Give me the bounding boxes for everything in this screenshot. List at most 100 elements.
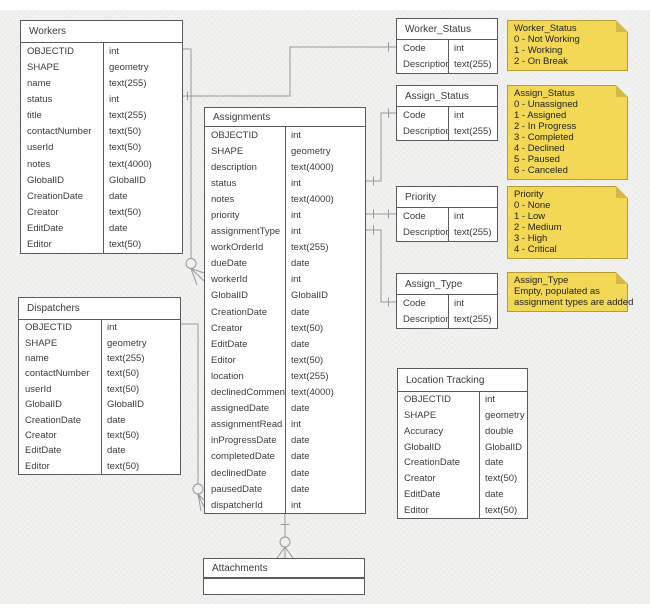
- relationship-line: [183, 48, 192, 259]
- field-name: status: [27, 93, 53, 105]
- table-attachments[interactable]: Attachments: [203, 558, 365, 595]
- field-type: geometry: [479, 407, 527, 424]
- field-row: priority int: [205, 207, 365, 224]
- field-type: text(255): [448, 311, 497, 328]
- field-type: date: [285, 255, 365, 272]
- field-type: text(50): [101, 366, 180, 382]
- field-row: inProgressDate date: [205, 432, 365, 449]
- note-title: Priority: [514, 189, 544, 200]
- field-name: userId: [25, 383, 52, 395]
- field-name: workOrderId: [211, 242, 264, 254]
- field-name: assignedDate: [211, 403, 270, 415]
- field-type: geometry: [285, 143, 365, 160]
- relationship-line: [181, 323, 199, 484]
- field-row: CreationDate date: [398, 455, 527, 471]
- note-line: 2 - Medium: [514, 222, 562, 233]
- relationship-line: [366, 112, 396, 182]
- field-type: date: [479, 455, 527, 471]
- field-name: Accuracy: [404, 425, 444, 437]
- note-fold-corner-icon: [616, 20, 628, 32]
- field-type: date: [101, 412, 180, 428]
- field-name: inProgressDate: [211, 435, 277, 447]
- table-title: Location Tracking: [398, 369, 527, 392]
- field-type: int: [285, 207, 365, 224]
- field-name: GlobalID: [211, 290, 248, 302]
- note-line: 1 - Working: [514, 45, 563, 56]
- table-title: Assign_Status: [397, 86, 497, 107]
- note-line: 1 - Low: [514, 211, 546, 222]
- note-line: 0 - None: [514, 200, 551, 211]
- field-name: OBJECTID: [25, 322, 72, 334]
- field-type: int: [285, 416, 365, 433]
- field-name: CreationDate: [27, 190, 83, 202]
- field-name: GlobalID: [25, 399, 62, 411]
- relationship-line: [366, 229, 396, 303]
- field-name: declinedDate: [211, 467, 267, 479]
- field-type: geometry: [101, 335, 180, 351]
- field-type: text(50): [101, 381, 180, 397]
- field-type: date: [285, 448, 365, 465]
- note-line: 3 - Completed: [514, 132, 574, 143]
- field-name: Description: [403, 314, 448, 326]
- empty-field-row: [204, 578, 364, 594]
- note-line: assignment types are added: [514, 297, 634, 308]
- field-name: Creator: [211, 322, 243, 334]
- field-type: int: [479, 392, 527, 408]
- field-type: date: [479, 486, 527, 503]
- field-name: notes: [211, 193, 235, 205]
- field-name: Description: [403, 227, 448, 239]
- field-type: text(50): [101, 427, 180, 444]
- table-title: Assign_Type: [397, 274, 497, 295]
- field-name: Editor: [211, 354, 236, 366]
- field-type: date: [285, 432, 365, 449]
- field-row: userId text(50): [19, 381, 180, 397]
- field-name: CreationDate: [404, 457, 460, 469]
- field-name: priority: [211, 210, 240, 222]
- note-line: 2 - On Break: [514, 56, 568, 67]
- field-type: int: [285, 127, 365, 144]
- field-name: pausedDate: [211, 483, 263, 495]
- field-name: Editor: [27, 239, 52, 251]
- field-type: text(4000): [103, 155, 182, 173]
- relationship-line: [190, 268, 205, 286]
- field-type: GlobalID: [479, 439, 527, 455]
- note-fold-corner-icon: [616, 85, 628, 97]
- field-name: assignmentType: [211, 226, 281, 238]
- field-type: text(4000): [285, 191, 365, 208]
- field-type: date: [103, 188, 182, 205]
- field-name: CreationDate: [211, 306, 267, 318]
